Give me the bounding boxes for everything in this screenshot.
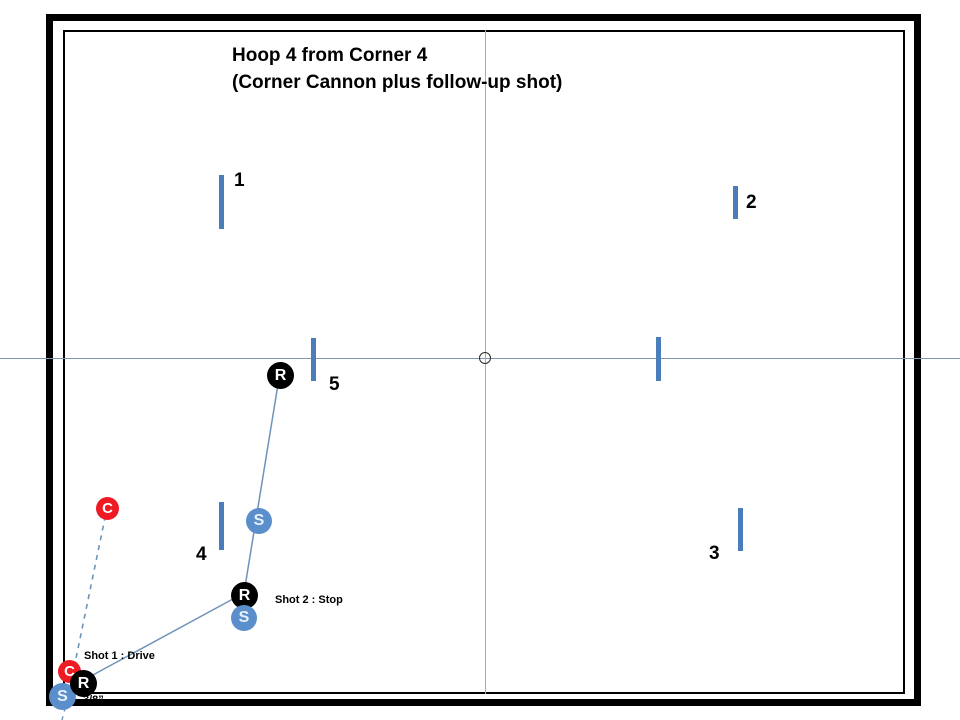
ball-shot2-striker-blue: S (231, 605, 257, 631)
center-peg-icon (479, 352, 491, 364)
hoop-marker-5 (311, 338, 316, 381)
title-line-2: (Corner Cannon plus follow-up shot) (232, 71, 563, 93)
hoop-label-5: 5 (329, 374, 340, 395)
title-line-1: Hoop 4 from Corner 4 (232, 45, 428, 66)
hoop-label-1: 1 (234, 170, 245, 191)
hoop-marker-4 (219, 502, 224, 550)
ball-hoop5-roquet-black: R (267, 362, 294, 389)
shot2-label: Shot 2 : Stop (275, 594, 343, 606)
ball-corner-roquet-black: R (70, 670, 97, 697)
hoop-marker-3 (738, 508, 743, 551)
shot1-label: Shot 1 : Drive (84, 650, 155, 662)
hoop-label-3: 3 (709, 543, 720, 564)
court-outer-boundary (46, 14, 921, 706)
hoop-marker-1 (219, 175, 224, 229)
page-title: Hoop 4 from Corner 4 (Corner Cannon plus… (232, 43, 562, 97)
hoop-label-4: 4 (196, 544, 207, 565)
hoop-marker-6 (656, 337, 661, 381)
court-yard-line (63, 30, 905, 694)
ball-mid-striker-blue: S (246, 508, 272, 534)
ball-shot2-roquet-black: R (231, 582, 258, 609)
hoop-marker-2 (733, 186, 738, 219)
hoop-label-2: 2 (746, 192, 757, 213)
gap-label: 3/8” (83, 694, 104, 706)
ball-cannon-ball-red: C (96, 497, 119, 520)
